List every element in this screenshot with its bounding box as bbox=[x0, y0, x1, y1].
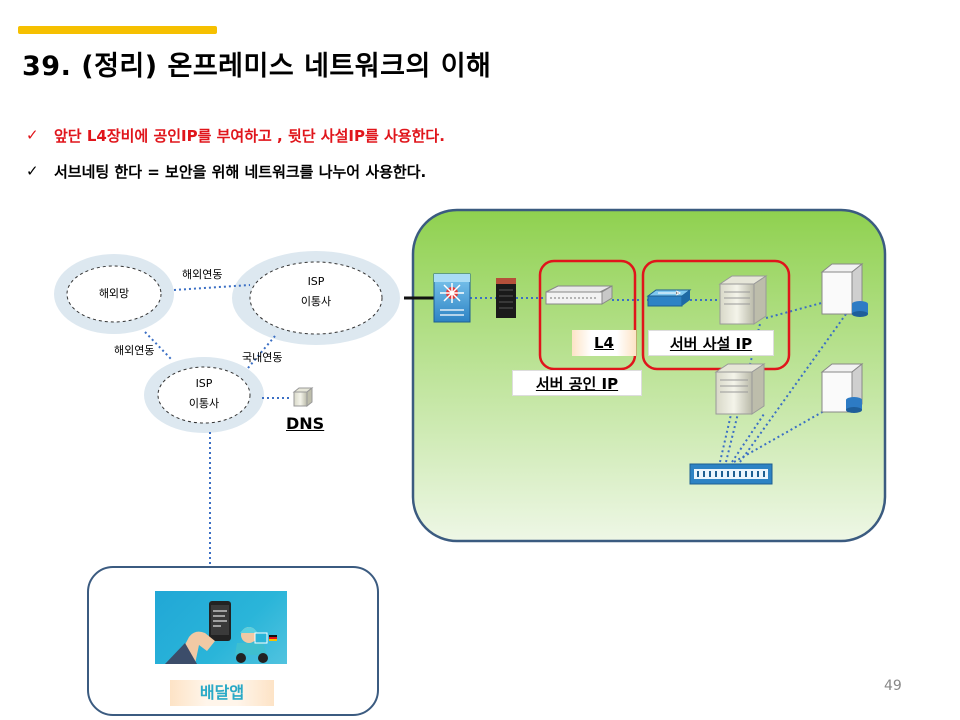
link-overseas-isp-bottom bbox=[144, 331, 173, 361]
database-server-icon bbox=[820, 262, 868, 317]
datacenter-area bbox=[411, 208, 887, 543]
switch-icon bbox=[646, 289, 692, 307]
firewall-icon bbox=[496, 278, 516, 318]
slide-title: 39. (정리) 온프레미스 네트워크의 이해 bbox=[22, 51, 492, 82]
bullet-list: ✓ 앞단 L4장비에 공인IP를 부여하고 , 뒷단 사설IP를 사용한다. ✓… bbox=[26, 124, 445, 196]
bullet-item-public-ip: ✓ 앞단 L4장비에 공인IP를 부여하고 , 뒷단 사설IP를 사용한다. bbox=[26, 124, 445, 146]
server-tower-icon bbox=[718, 275, 768, 325]
domestic-link-label: 국내연동 bbox=[242, 351, 283, 364]
delivery-app-label: 배달앱 bbox=[170, 680, 274, 706]
bullet-text: 앞단 L4장비에 공인IP를 부여하고 , 뒷단 사설IP를 사용한다. bbox=[54, 126, 445, 145]
l4-label: L4 bbox=[572, 330, 636, 356]
overseas-link-label: 해외연동 bbox=[114, 344, 155, 357]
router-icon bbox=[433, 273, 471, 323]
public-ip-label: 서버 공인 IP bbox=[512, 370, 642, 396]
private-ip-highlight-box bbox=[641, 259, 791, 371]
isp-top-cloud bbox=[232, 251, 400, 345]
link-isp-top-isp-bottom bbox=[247, 335, 276, 369]
page-number: 49 bbox=[884, 678, 902, 694]
l4-device-icon bbox=[545, 285, 613, 305]
overseas-network-label: 해외망 bbox=[98, 287, 130, 300]
link-switch-server-d bbox=[739, 313, 847, 463]
overseas-link-label: 해외연동 bbox=[182, 268, 223, 281]
server-tower-icon bbox=[714, 363, 766, 415]
isp-top-label: ISP bbox=[307, 275, 325, 288]
internal-switch-icon bbox=[689, 463, 773, 485]
private-ip-label: 서버 사설 IP bbox=[648, 330, 774, 356]
check-icon: ✓ bbox=[26, 162, 39, 180]
isp-top-carrier-label: 이통사 bbox=[300, 295, 332, 308]
isp-bottom-label: ISP bbox=[195, 377, 213, 390]
bullet-item-subnetting: ✓ 서브네팅 한다 = 보안을 위해 네트워크를 나누어 사용한다. bbox=[26, 160, 445, 182]
title-accent-bar bbox=[18, 26, 217, 34]
database-server-icon bbox=[820, 362, 864, 414]
isp-bottom-cloud bbox=[144, 357, 264, 433]
check-icon: ✓ bbox=[26, 126, 39, 144]
bullet-text: 서브네팅 한다 = 보안을 위해 네트워크를 나누어 사용한다. bbox=[54, 162, 427, 181]
link-switch-server-a bbox=[719, 409, 733, 463]
dns-label: DNS bbox=[286, 414, 325, 433]
l4-highlight-box bbox=[538, 259, 637, 371]
overseas-cloud bbox=[54, 254, 174, 334]
dns-server-icon bbox=[292, 386, 314, 408]
delivery-app-image bbox=[155, 591, 287, 664]
isp-bottom-carrier-label: 이통사 bbox=[188, 397, 220, 410]
